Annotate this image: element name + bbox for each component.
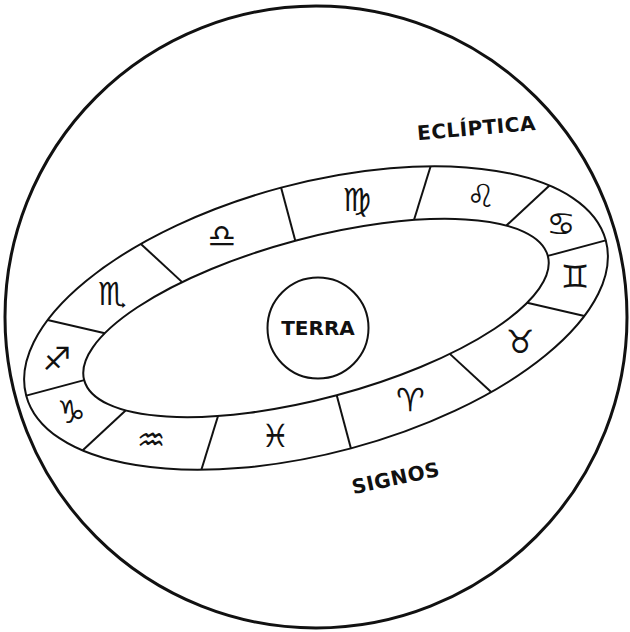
zodiac-band — [0, 110, 630, 526]
zodiac-sign: ♑ — [57, 396, 86, 428]
band-divider — [141, 244, 182, 282]
zodiac-sign: ♓ — [261, 420, 290, 452]
zodiac-sign: ♌ — [466, 180, 495, 212]
zodiac-sign: ♍ — [342, 184, 371, 216]
band-divider — [48, 320, 105, 333]
earth-circle-shape — [268, 278, 369, 379]
zodiac-sign: ♐ — [43, 343, 72, 375]
band-divider — [26, 380, 84, 396]
band-divider — [414, 166, 431, 220]
band-outer-edge — [0, 110, 630, 526]
band-divider — [83, 410, 126, 450]
zodiac-sign: ♎ — [207, 220, 236, 252]
band-divider — [548, 240, 606, 256]
band-inner-edge — [63, 179, 568, 458]
node-label: TERRA — [281, 317, 355, 339]
band-divider — [337, 395, 351, 448]
zodiac-sign: ♋ — [546, 208, 575, 240]
band-divider — [527, 303, 584, 316]
band-divider — [506, 186, 549, 226]
earth-circle: TERRA — [266, 276, 370, 380]
band-divider — [450, 354, 491, 392]
zodiac-sign: ♉ — [506, 326, 535, 358]
band-divider — [201, 416, 218, 470]
band-dividers — [26, 166, 606, 470]
zodiac-sign: ♈ — [396, 384, 425, 416]
zodiac-sign: ♒ — [137, 424, 166, 456]
zodiac-sign: ♊ — [561, 261, 590, 293]
zodiac-sign: ♏ — [98, 278, 127, 310]
sphere-outline — [5, 6, 627, 628]
band-divider — [281, 188, 295, 241]
